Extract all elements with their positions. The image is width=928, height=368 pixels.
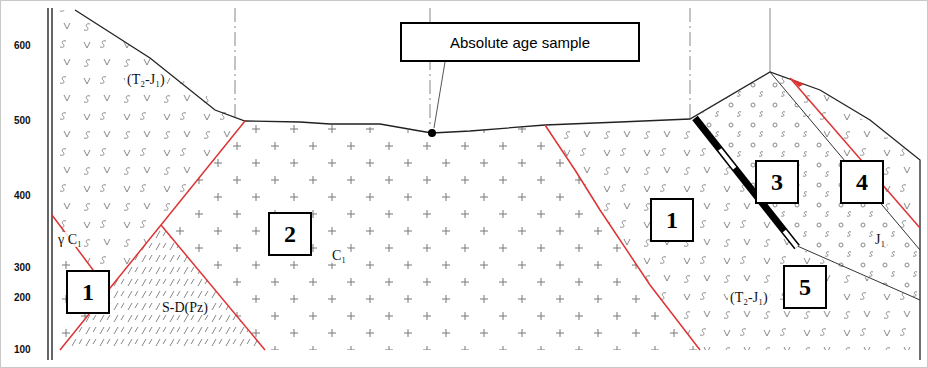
unit-label: J₁ [873, 232, 887, 247]
unit-label: γ C₁ [56, 232, 84, 247]
callout-number: 5 [799, 274, 811, 301]
unit-label: S-D(Pz) [160, 300, 210, 315]
callout-number: 1 [666, 207, 678, 234]
callout-box: 1 [650, 198, 694, 242]
callout-box: 3 [755, 160, 799, 204]
callout-number: 3 [771, 169, 783, 196]
axis-value: 100 [12, 344, 33, 355]
unit-label: C₁ [330, 248, 348, 263]
axis-value: 300 [12, 262, 33, 273]
callout-box: 2 [268, 212, 312, 256]
callout-number: 2 [284, 221, 296, 248]
unit-label: (T₂-J₁) [125, 72, 167, 87]
axis-value: 600 [12, 40, 33, 51]
callout-box: 1 [66, 270, 110, 314]
callout-box: 5 [783, 265, 827, 309]
callout-number: 1 [82, 279, 94, 306]
axis-value: 400 [12, 190, 33, 201]
callout-box: 4 [840, 160, 884, 204]
box-text: Absolute age sample [450, 34, 590, 51]
sample-box: Absolute age sample [400, 22, 640, 62]
axis-value: 500 [12, 115, 33, 126]
callout-number: 4 [856, 169, 868, 196]
unit-label: (T₂-J₁) [728, 290, 770, 305]
axis-value: 200 [12, 292, 33, 303]
